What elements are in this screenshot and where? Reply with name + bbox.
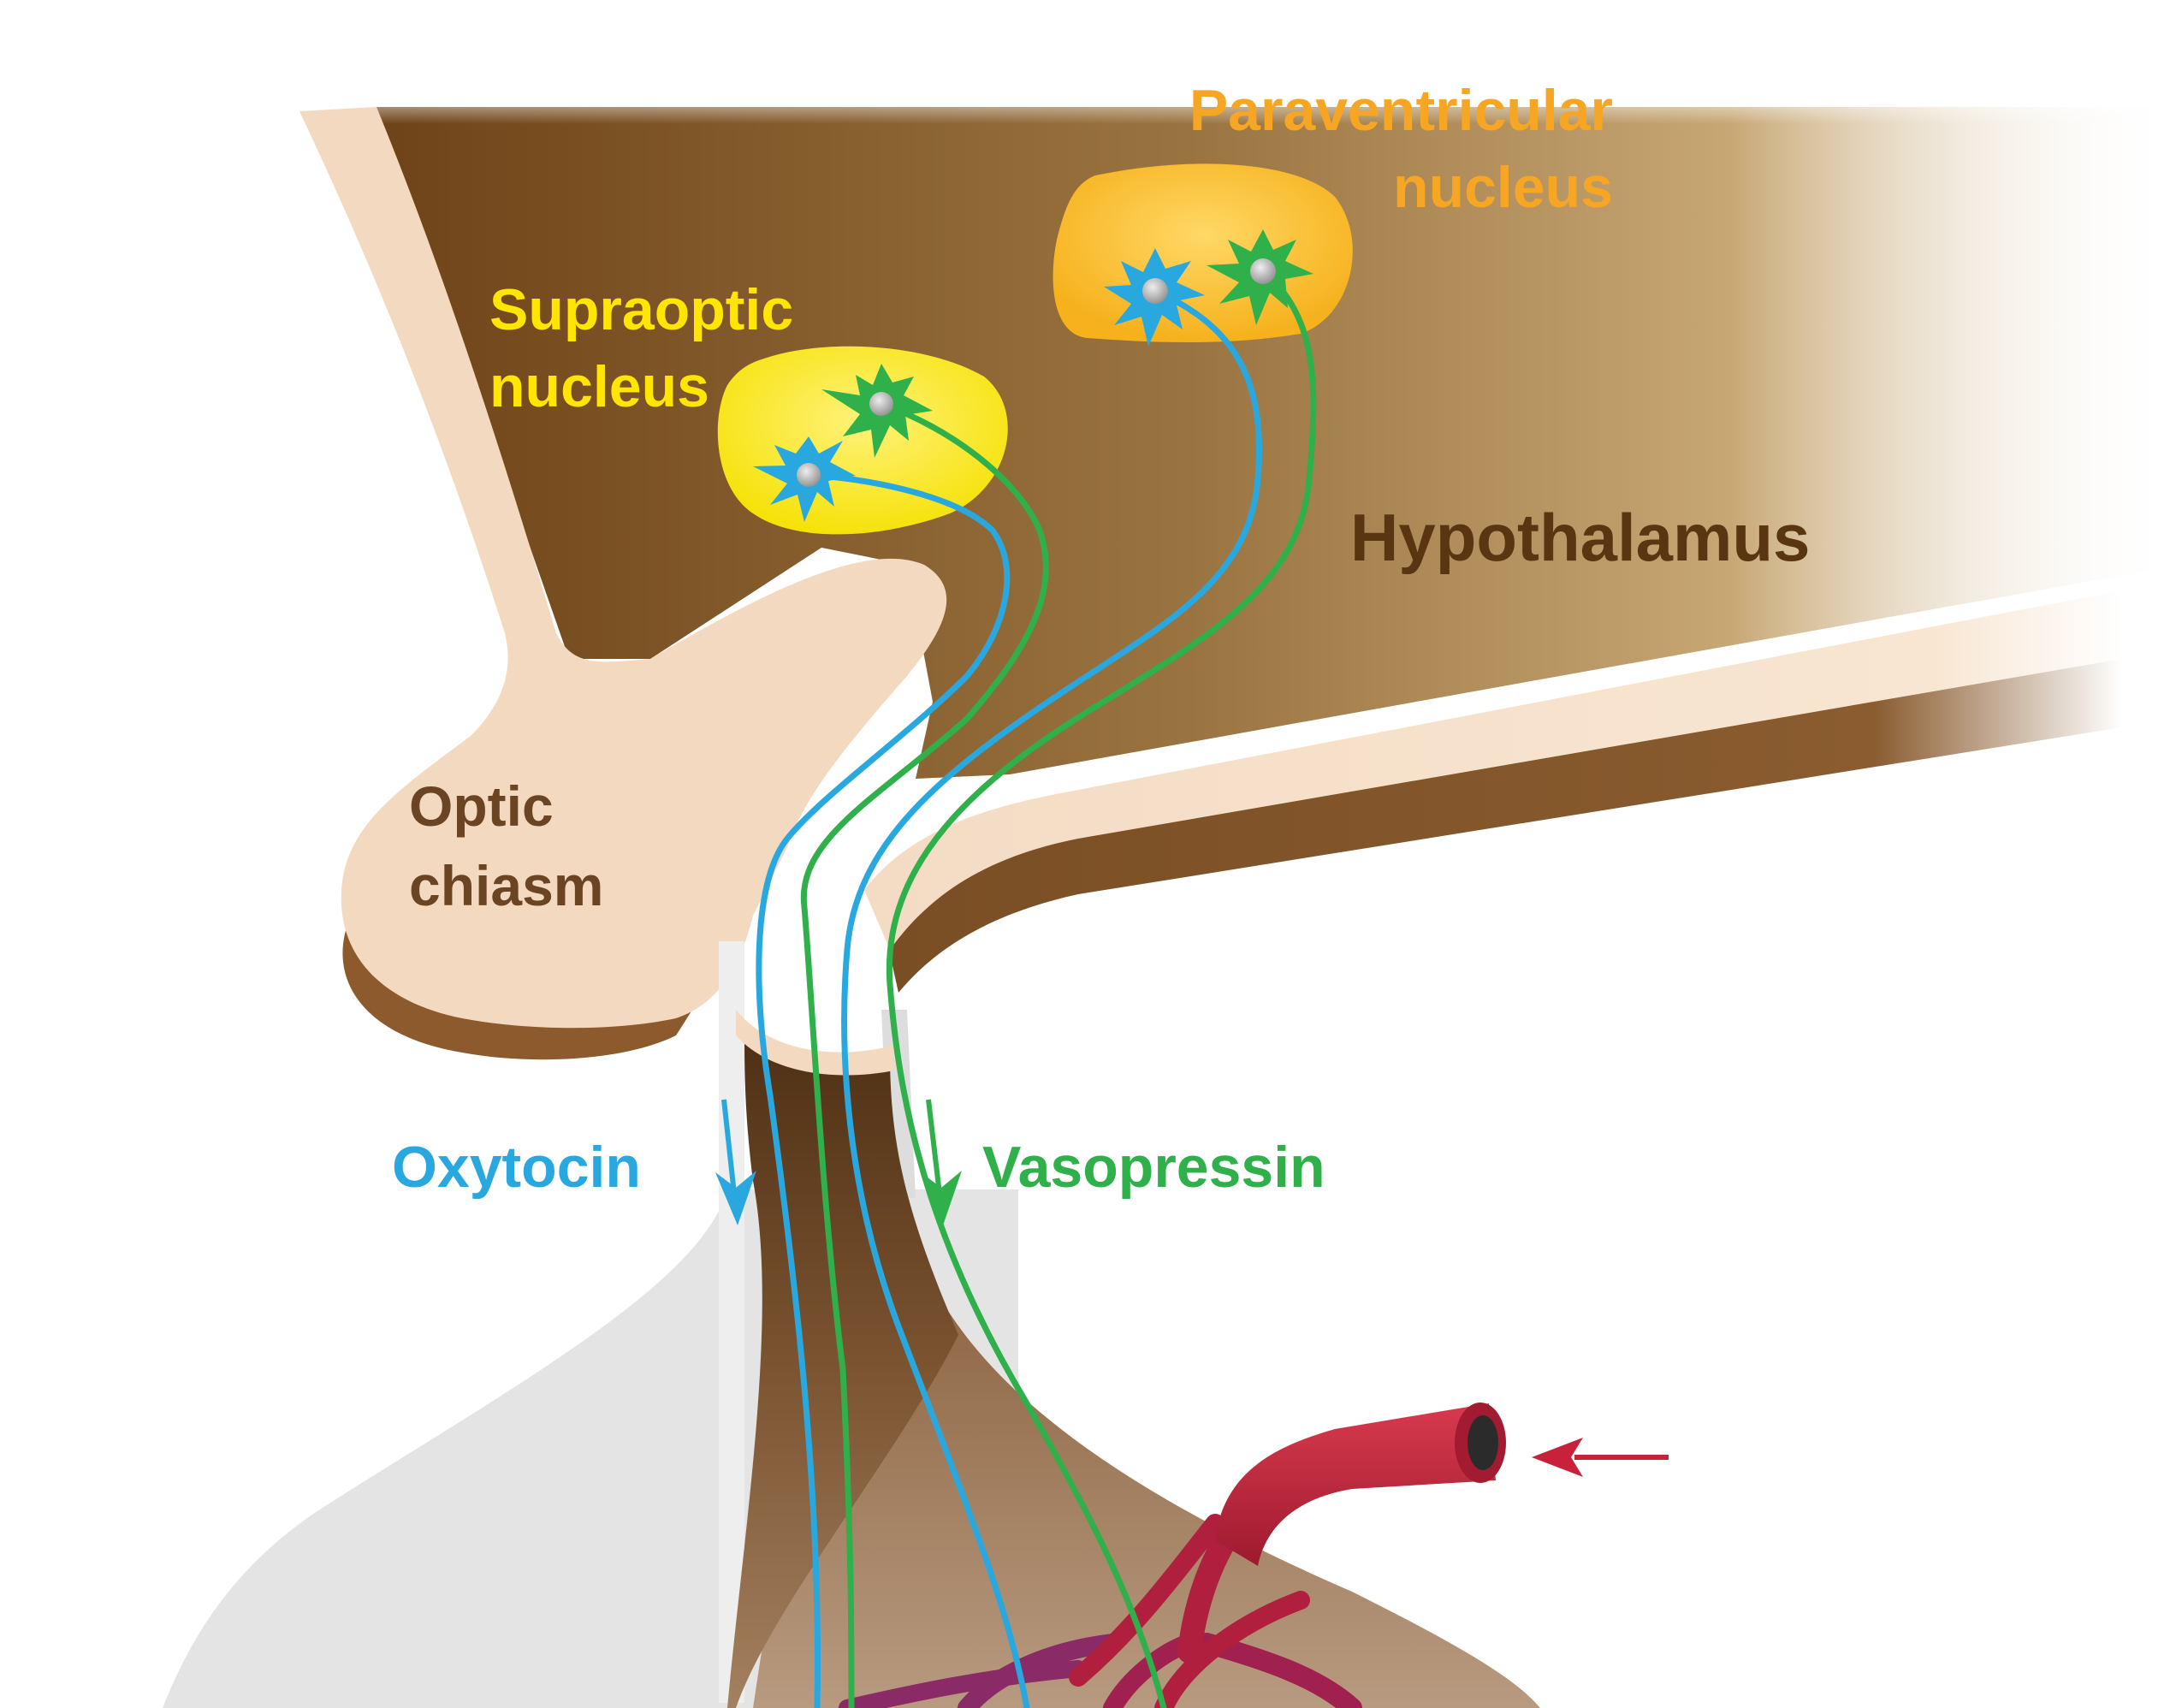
oxytocin-label: Oxytocin bbox=[392, 1135, 641, 1200]
oxytocin-axon-son bbox=[756, 471, 1011, 1708]
artery-lumen bbox=[1468, 1415, 1498, 1470]
optic-chiasm-label-line1: Optic bbox=[409, 774, 554, 838]
superior-hypophyseal-artery bbox=[1215, 1403, 1496, 1566]
hypothalamus-region bbox=[377, 107, 2182, 779]
oxytocin-axon-pvn bbox=[841, 288, 1262, 1708]
oxytocin-arrow bbox=[715, 1099, 756, 1225]
ventricle-floor bbox=[864, 590, 2122, 950]
axon-tracts bbox=[756, 268, 1317, 1708]
oxytocin-neuron-pvn bbox=[1104, 248, 1205, 347]
posterior-pituitary bbox=[753, 1266, 1540, 1708]
supraoptic-label-line1: Supraoptic bbox=[489, 277, 793, 342]
optic-chiasm-label-line2: chiasm bbox=[409, 854, 603, 917]
stalk-cap bbox=[736, 1010, 898, 1076]
oxytocin-neuron-son bbox=[753, 436, 856, 522]
hypothalamus-label: Hypothalamus bbox=[1350, 500, 1810, 575]
vasopressin-neuron-son bbox=[821, 364, 933, 458]
vasopressin-label: Vasopressin bbox=[982, 1135, 1325, 1200]
paraventricular-label-line1: Paraventricular bbox=[1189, 78, 1613, 143]
optic-chiasm bbox=[299, 107, 947, 1029]
vasopressin-axon-pvn bbox=[886, 268, 1317, 1708]
ventricle-floor-edge bbox=[881, 650, 2122, 993]
supraoptic-label-line2: nucleus bbox=[489, 354, 709, 419]
blood-flow-arrow bbox=[1532, 1438, 1669, 1477]
paraventricular-label-line2: nucleus bbox=[1393, 155, 1613, 220]
vasopressin-axon-son bbox=[800, 400, 1049, 1708]
vasopressin-arrow bbox=[921, 1099, 962, 1225]
vasopressin-neuron-pvn bbox=[1207, 229, 1313, 325]
